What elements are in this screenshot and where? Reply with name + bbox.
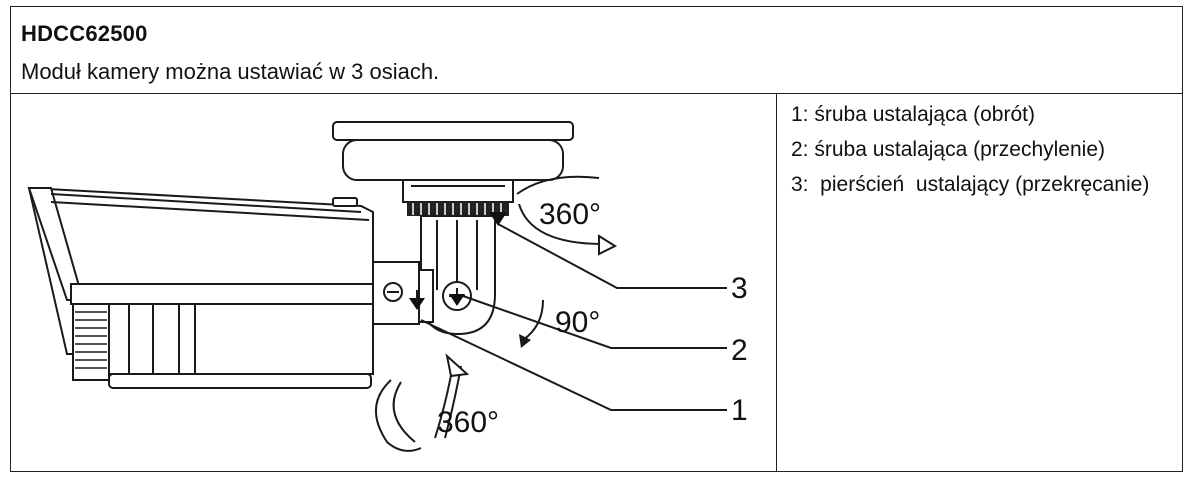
- legend-item-2: 2: śruba ustalająca (przechylenie): [791, 138, 1105, 161]
- model-description: Moduł kamery można ustawiać w 3 osiach.: [21, 59, 440, 84]
- model-title: HDCC62500: [21, 21, 148, 46]
- document-table: HDCC62500 Moduł kamery można ustawiać w …: [10, 6, 1183, 472]
- callout-number-2: 2: [731, 334, 748, 367]
- tilt-arrow: [519, 299, 544, 348]
- angle-tilt-label: 90°: [555, 306, 600, 339]
- figure-cell: 360° 90° 360° 3 2 1: [11, 94, 777, 471]
- bracket-arm: [420, 215, 496, 336]
- legend-item-1: 1: śruba ustalająca (obrót): [791, 103, 1035, 126]
- legend-item-3: 3: pierścień ustalający (przekręcanie): [791, 173, 1150, 196]
- mount-base: [332, 121, 574, 203]
- callout-number-3: 3: [731, 272, 748, 305]
- camera-housing: [27, 186, 374, 389]
- screw-marker-1: [409, 290, 425, 310]
- screw-marker-2: [449, 294, 465, 306]
- rotation-arrow-top: [516, 175, 618, 256]
- callout-number-1: 1: [731, 394, 748, 427]
- ring-marker-3: [489, 212, 507, 226]
- angle-bottom-label: 360°: [437, 406, 499, 439]
- side-plate: [370, 261, 434, 325]
- callout-line-2: [462, 295, 727, 349]
- legend-cell: 1: śruba ustalająca (obrót) 2: śruba ust…: [777, 94, 1182, 471]
- callout-line-1: [420, 319, 727, 411]
- header-cell: HDCC62500 Moduł kamery można ustawiać w …: [11, 7, 1182, 94]
- callout-line-3: [497, 223, 727, 289]
- angle-top-label: 360°: [539, 198, 601, 231]
- camera-illustration: 360° 90° 360° 3 2 1: [27, 121, 748, 452]
- rotation-arrow-bottom: [374, 353, 470, 452]
